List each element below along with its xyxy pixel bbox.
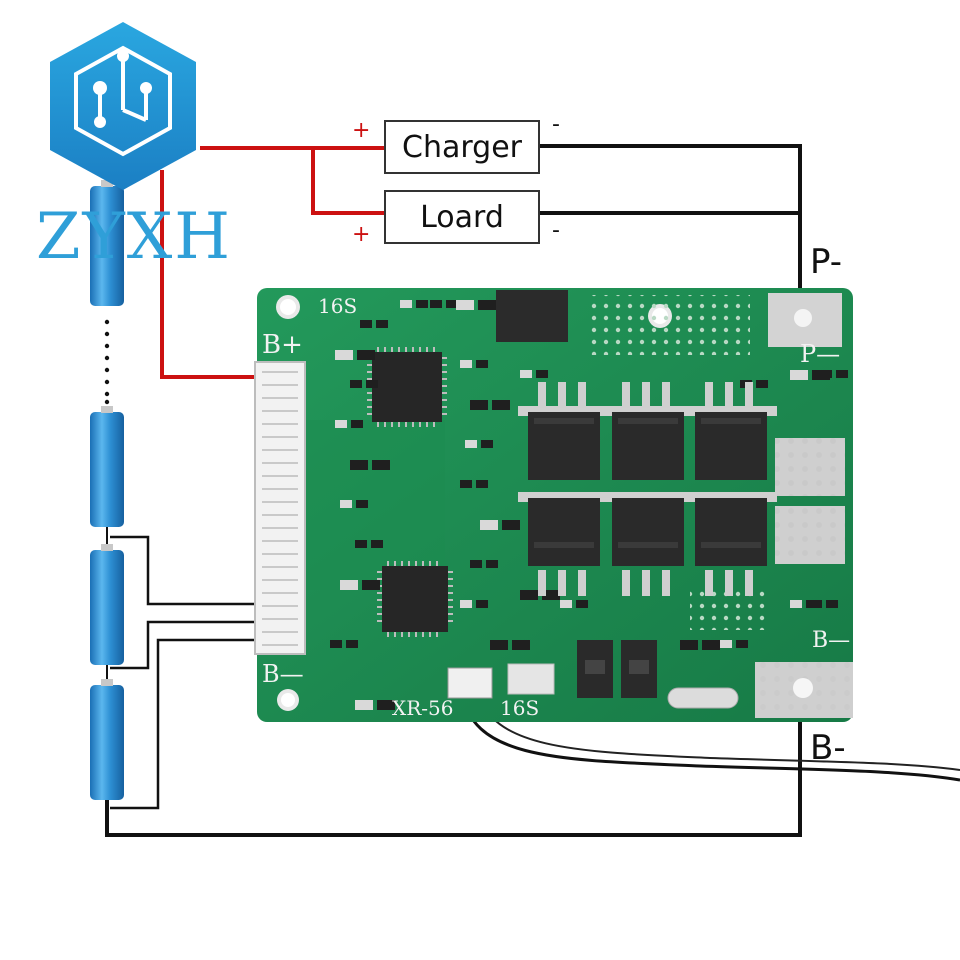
b-minus-label: B- xyxy=(810,728,846,768)
shunt-resistors xyxy=(577,640,657,698)
negative-wire-charger xyxy=(538,144,802,292)
silk-series: 16S xyxy=(318,294,358,318)
silk-b-minus-right: B— xyxy=(812,628,851,653)
balance-connector xyxy=(254,361,306,655)
positive-wire-bplus xyxy=(160,170,258,379)
negative-wire-bminus xyxy=(105,712,802,837)
brand-logo xyxy=(50,22,196,190)
charger-plus-sign: + xyxy=(352,118,371,143)
ic-chip-2 xyxy=(377,561,453,637)
pminus-pad xyxy=(768,293,842,347)
temp-sensor-cable xyxy=(460,689,960,782)
battery-cell-2 xyxy=(90,406,124,527)
silk-model: XR-56 xyxy=(392,696,454,720)
temp-connector xyxy=(447,663,555,699)
battery-cell-3 xyxy=(90,544,124,665)
top-diode xyxy=(496,290,568,342)
bminus-pad xyxy=(755,662,853,718)
load-minus-sign: - xyxy=(552,218,560,243)
smd-components xyxy=(330,300,848,710)
mosfet-array xyxy=(518,382,777,596)
heatsink-blocks xyxy=(775,438,845,564)
battery-stack xyxy=(90,180,124,800)
silk-b-plus: B+ xyxy=(262,330,303,360)
load-plus-sign: + xyxy=(352,222,371,247)
battery-cell-4 xyxy=(90,679,124,800)
charger-minus-sign: - xyxy=(552,112,560,137)
silk-p-minus: P— xyxy=(800,340,841,368)
bms-board xyxy=(254,288,853,722)
ic-chip-1 xyxy=(367,347,447,427)
battery-cell-1 xyxy=(90,180,124,306)
load-label: Loard xyxy=(420,199,504,235)
temp-sensor-cable-2 xyxy=(477,689,960,771)
silk-b-minus: B— xyxy=(262,660,304,688)
brand-name: ZYXH xyxy=(36,200,233,274)
crystal xyxy=(667,687,739,709)
p-minus-label: P- xyxy=(810,242,843,282)
load-box: Loard xyxy=(384,190,540,244)
positive-wire-load xyxy=(311,148,384,215)
charger-box: Charger xyxy=(384,120,540,174)
balance-wire-1 xyxy=(110,535,258,606)
balance-wire-3 xyxy=(110,638,258,810)
silk-model-suffix: 16S xyxy=(500,696,540,720)
balance-wire-2 xyxy=(110,620,258,670)
wires xyxy=(105,144,960,837)
battery-gap-dots xyxy=(104,319,110,405)
charger-label: Charger xyxy=(402,129,522,165)
